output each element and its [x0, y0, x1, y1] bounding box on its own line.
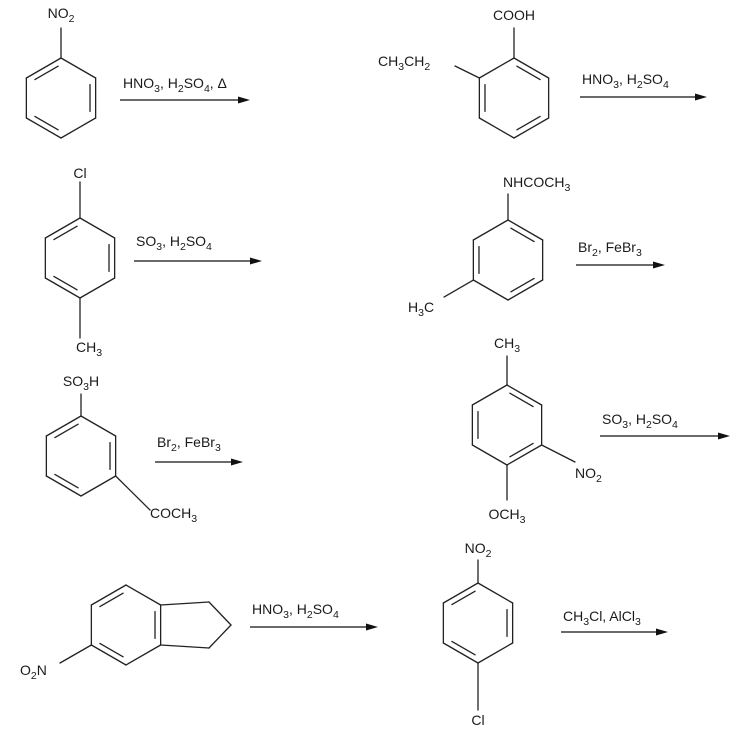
- substituent-nhcoch3: NHCOCH3: [503, 174, 570, 194]
- arrow-head: [656, 628, 668, 636]
- reagent-label: Br2, FeBr3: [157, 434, 221, 454]
- substituent-cl: Cl: [73, 165, 86, 181]
- reagent-label: SO3, H2SO4: [602, 411, 678, 431]
- substituent-coch3: COCH3: [150, 505, 197, 525]
- substituent-cl: Cl: [471, 712, 484, 728]
- substituent-och3: OCH3: [489, 506, 526, 526]
- arrow-head: [238, 96, 250, 104]
- arrow-head: [695, 93, 707, 101]
- reagent-label: SO3, H2SO4: [136, 233, 212, 253]
- arrow-head: [231, 458, 243, 466]
- reaction-7: O2N HNO3, H2SO4: [20, 584, 378, 682]
- reaction-5: SO3H COCH3 Br2, FeBr3: [45, 373, 243, 525]
- reagent-label: Br2, FeBr3: [578, 239, 642, 259]
- arrow-head: [653, 261, 665, 269]
- reagent-label: HNO3, H2SO4: [582, 71, 669, 91]
- substituent-ch3: CH3: [76, 339, 102, 359]
- arrow-head: [366, 623, 378, 631]
- substituent-no2: O2N: [20, 662, 47, 682]
- substituent-cooh: COOH: [493, 7, 535, 23]
- reagent-label: CH3Cl, AlCl3: [563, 608, 641, 628]
- reagent-label: HNO3, H2SO4, Δ: [123, 75, 227, 95]
- substituent-no2: NO2: [48, 5, 75, 25]
- substituent-so3h: SO3H: [63, 373, 99, 393]
- substituent-ch3: CH3: [494, 335, 520, 355]
- substituent-methyl: H3C: [408, 299, 434, 319]
- arrow-head: [250, 257, 262, 265]
- substituent-no2: NO2: [575, 465, 602, 485]
- arrow-head: [718, 432, 730, 440]
- substituent-ethyl: CH3CH2: [378, 53, 430, 73]
- substituent-no2: NO2: [465, 540, 492, 560]
- reagent-label: HNO3, H2SO4: [252, 601, 339, 621]
